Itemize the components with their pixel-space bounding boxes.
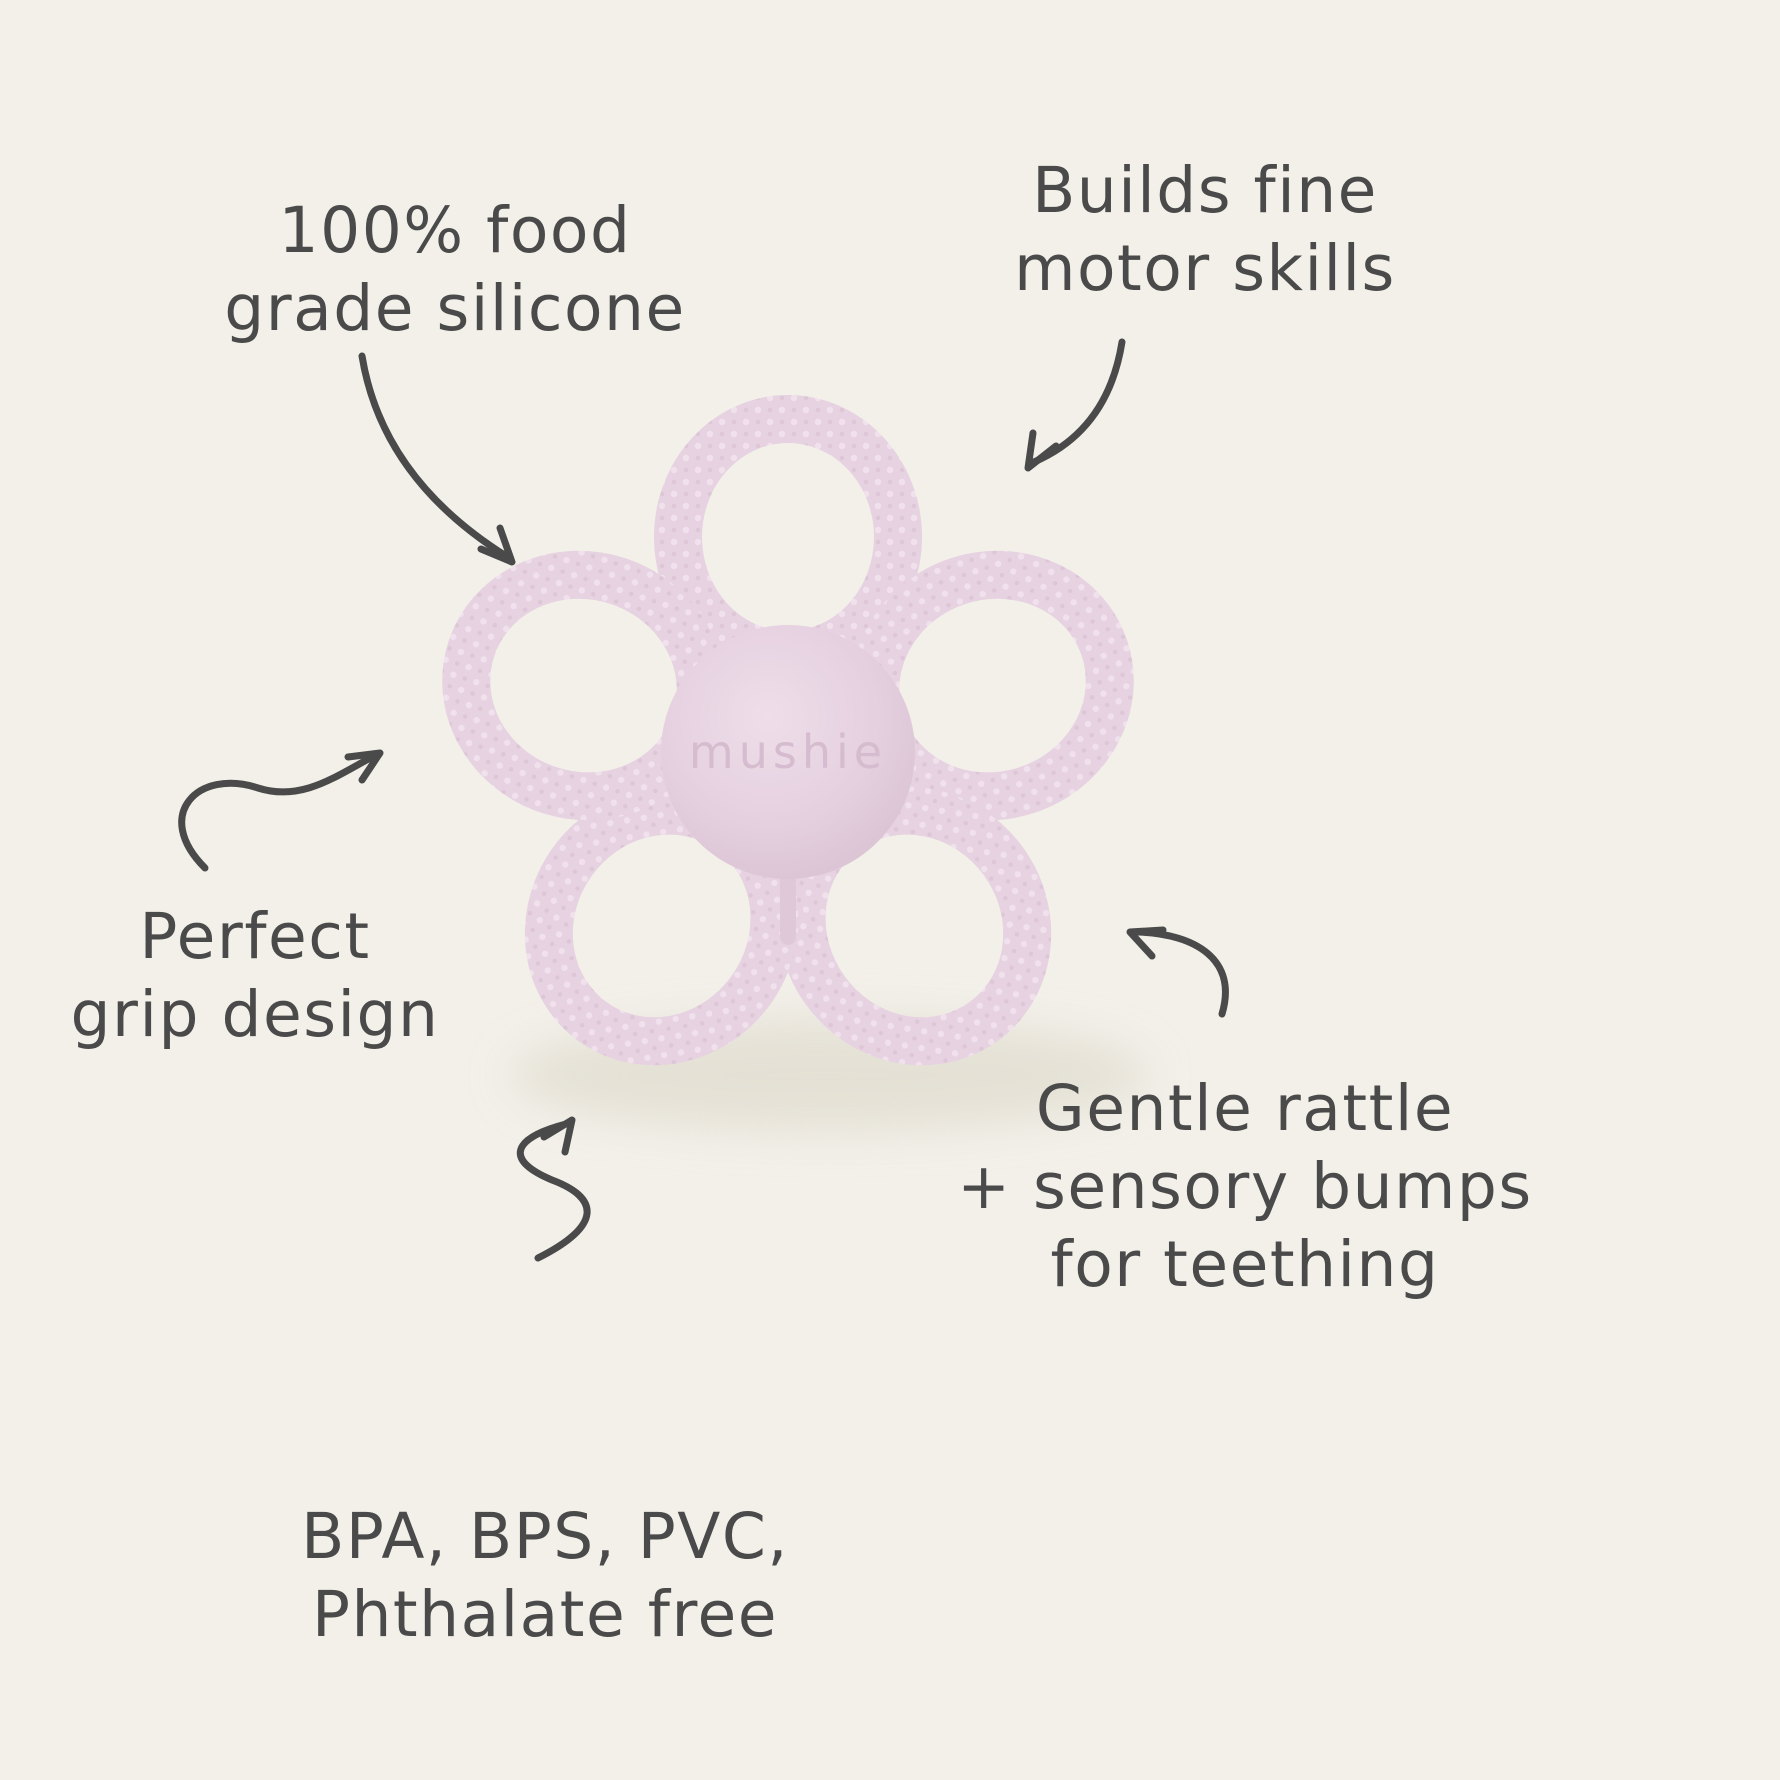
annotation-line: for teething — [1050, 1228, 1440, 1302]
rattle-ball — [661, 625, 915, 879]
annotation-gentle-rattle: Gentle rattle + sensory bumps for teethi… — [925, 1070, 1565, 1304]
annotation-line: Builds fine — [1032, 154, 1378, 227]
annotation-line: grade silicone — [224, 272, 686, 346]
arrow-bpa-free — [516, 1116, 591, 1262]
annotation-line: Gentle rattle — [1035, 1072, 1455, 1145]
annotation-line: 100% food — [278, 194, 632, 267]
arrow-food-grade — [358, 352, 516, 566]
annotation-bpa-free: BPA, BPS, PVC, Phthalate free — [205, 1498, 885, 1654]
annotation-line: motor skills — [1014, 232, 1396, 306]
arrow-motor-skills — [1024, 338, 1126, 472]
brand-embossed-text: mushie — [689, 725, 887, 779]
annotation-perfect-grip: Perfect grip design — [50, 898, 460, 1054]
petal-loop-top — [654, 395, 922, 679]
annotation-line: grip design — [70, 978, 440, 1052]
annotation-line: + sensory bumps — [957, 1150, 1533, 1224]
arrow-rattle — [1126, 926, 1229, 1018]
annotation-food-grade-silicone: 100% food grade silicone — [150, 192, 760, 348]
arrow-grip — [178, 749, 384, 872]
annotation-line: BPA, BPS, PVC, — [301, 1500, 789, 1573]
flower-rattle: mushie — [442, 395, 1134, 1066]
annotation-line: Perfect — [139, 900, 371, 973]
annotation-fine-motor-skills: Builds fine motor skills — [930, 152, 1480, 308]
annotation-line: Phthalate free — [312, 1578, 778, 1652]
